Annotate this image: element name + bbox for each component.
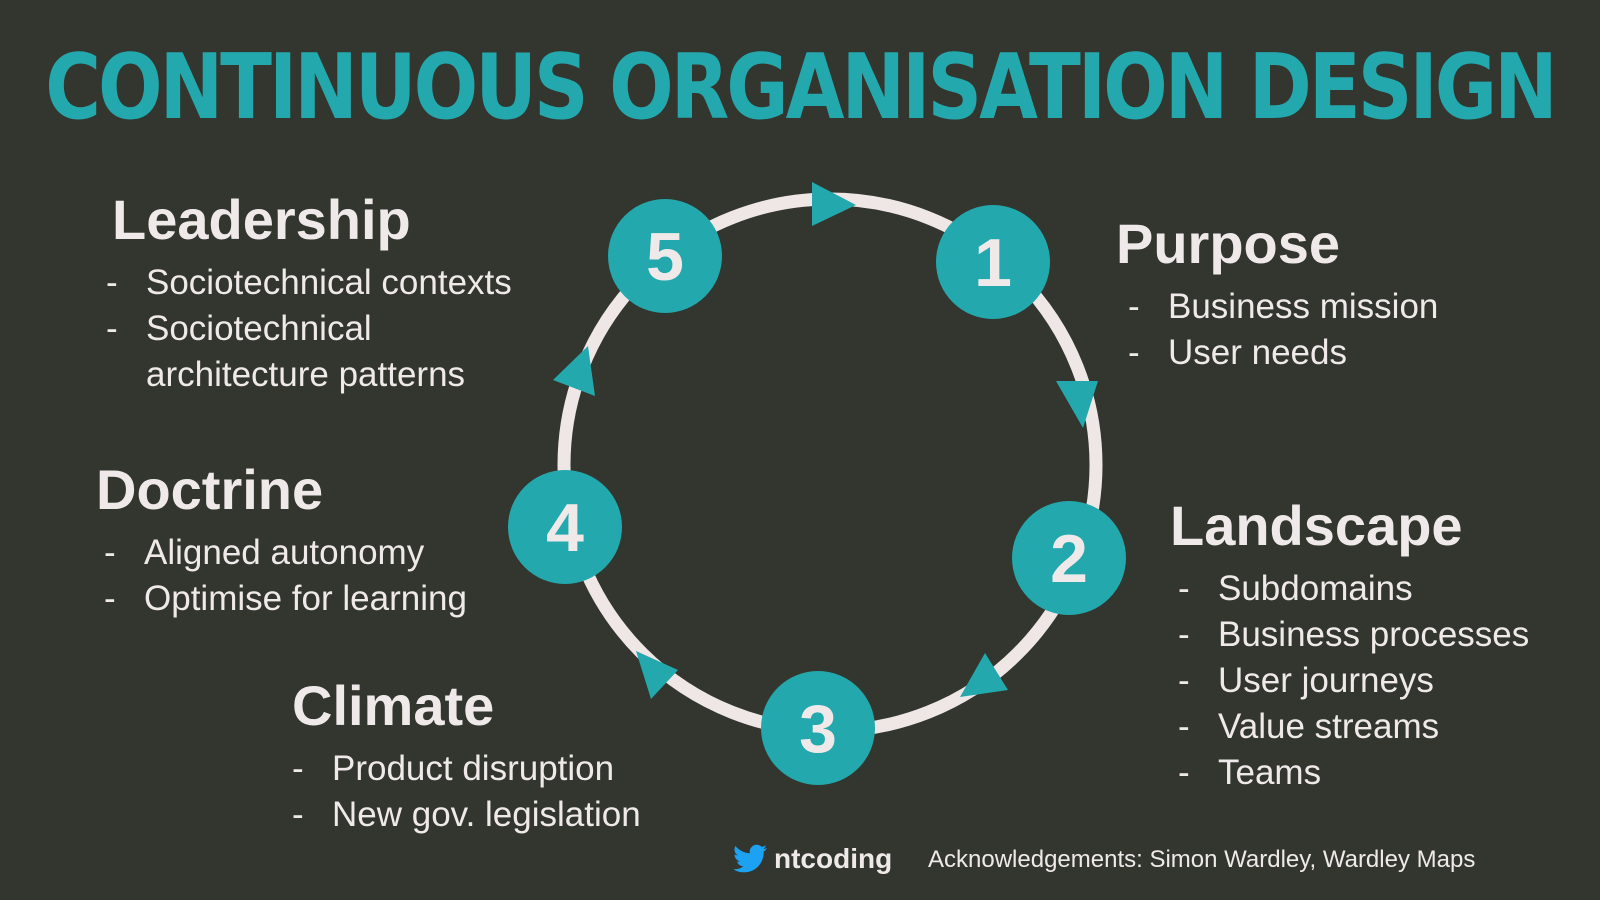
list-item: Aligned autonomy xyxy=(104,530,467,576)
stage-section-climate: Climate Product disruption New gov. legi… xyxy=(292,674,641,838)
arrow-5-to-1 xyxy=(812,182,856,226)
stage-number-1: 1 xyxy=(974,225,1012,301)
list-item: Sociotechnical contexts xyxy=(106,260,512,306)
list-item: Value streams xyxy=(1178,704,1529,750)
page-title: CONTINUOUS ORGANISATION DESIGN xyxy=(45,34,1558,140)
list-item: New gov. legislation xyxy=(292,792,641,838)
stage-node-3: 3 xyxy=(761,671,875,785)
stage-number-3: 3 xyxy=(799,691,837,767)
stage-section-doctrine: Doctrine Aligned autonomy Optimise for l… xyxy=(96,458,467,622)
stage-node-5: 5 xyxy=(608,199,722,313)
arrow-3-to-4 xyxy=(636,651,678,699)
stage-node-4: 4 xyxy=(508,470,622,584)
list-item: User needs xyxy=(1128,330,1438,376)
list-item: Optimise for learning xyxy=(104,576,467,622)
stage-number-2: 2 xyxy=(1050,521,1088,597)
stage-section-landscape: Landscape Subdomains Business processes … xyxy=(1170,494,1529,796)
stage-node-2: 2 xyxy=(1012,501,1126,615)
stage-number-4: 4 xyxy=(546,490,584,566)
list-item: Business processes xyxy=(1178,612,1529,658)
list-item: Teams xyxy=(1178,750,1529,796)
stage-heading-climate: Climate xyxy=(292,674,495,737)
twitter-handle[interactable]: ntcoding xyxy=(734,843,892,875)
list-item: Subdomains xyxy=(1178,566,1529,612)
acknowledgements: Acknowledgements: Simon Wardley, Wardley… xyxy=(928,846,1476,873)
list-item: Product disruption xyxy=(292,746,641,792)
stage-section-leadership: Leadership Sociotechnical contexts Socio… xyxy=(106,188,512,398)
arrow-1-to-2 xyxy=(1056,381,1098,428)
stage-heading-purpose: Purpose xyxy=(1116,212,1341,275)
twitter-bird-icon xyxy=(734,844,767,873)
stage-section-purpose: Purpose Business mission User needs xyxy=(1116,212,1438,376)
stage-heading-landscape: Landscape xyxy=(1170,494,1463,557)
stage-list-doctrine: Aligned autonomy Optimise for learning xyxy=(104,530,467,622)
arrow-2-to-3 xyxy=(960,653,1008,697)
list-item: Business mission xyxy=(1128,284,1438,330)
stage-list-climate: Product disruption New gov. legislation xyxy=(292,746,641,838)
stage-number-5: 5 xyxy=(646,219,684,295)
stage-list-leadership: Sociotechnical contexts Sociotechnicalar… xyxy=(106,260,512,398)
stage-node-1: 1 xyxy=(936,205,1050,319)
stage-list-landscape: Subdomains Business processes User journ… xyxy=(1178,566,1529,796)
twitter-handle-text: ntcoding xyxy=(774,843,893,874)
list-item: User journeys xyxy=(1178,658,1529,704)
arrow-4-to-5 xyxy=(553,346,595,396)
stage-list-purpose: Business mission User needs xyxy=(1128,284,1438,376)
stage-heading-leadership: Leadership xyxy=(112,188,411,251)
stage-heading-doctrine: Doctrine xyxy=(96,458,324,521)
